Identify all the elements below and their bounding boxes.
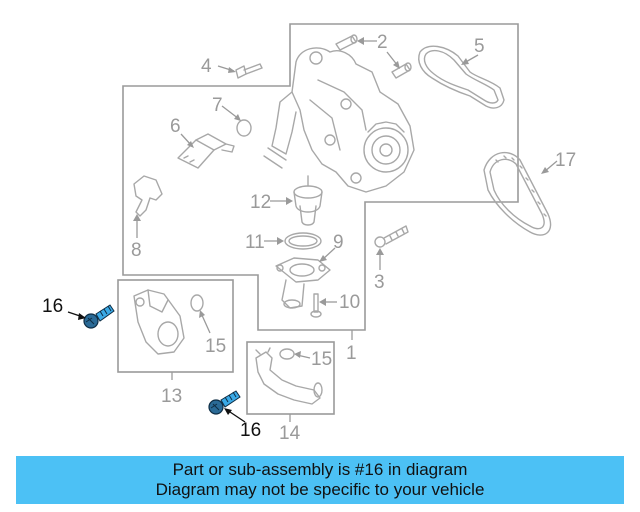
callout-9: 9 xyxy=(333,232,344,253)
callout-14: 14 xyxy=(279,423,301,444)
callout-10: 10 xyxy=(339,292,360,313)
clip-8 xyxy=(133,175,163,217)
callout-13: 13 xyxy=(161,386,182,407)
callout-17: 17 xyxy=(555,150,576,171)
sleeve-parts xyxy=(335,34,412,79)
callout-16-lower: 16 xyxy=(240,420,261,441)
thermostat-12 xyxy=(293,175,323,226)
callout-7: 7 xyxy=(212,95,223,116)
callout-8: 8 xyxy=(131,240,142,261)
callout-4: 4 xyxy=(201,56,212,77)
callout-16-upper: 16 xyxy=(42,296,63,317)
seal-ring-inner xyxy=(288,235,318,247)
callout-15-b: 15 xyxy=(311,349,332,370)
belt-17 xyxy=(483,151,552,236)
seal-ring-11 xyxy=(284,232,322,250)
callout-6: 6 xyxy=(170,116,181,137)
o-ring-15b xyxy=(279,348,295,360)
leader-lines xyxy=(67,37,558,423)
o-ring-15a xyxy=(190,294,204,312)
bolt-3 xyxy=(374,225,409,248)
sub-assembly-frame-13 xyxy=(117,279,234,373)
info-banner: Part or sub-assembly is #16 in diagram D… xyxy=(16,456,624,504)
o-ring-7 xyxy=(236,119,252,137)
water-pump-housing xyxy=(263,47,415,193)
callout-1: 1 xyxy=(346,343,357,364)
coolant-pipe-14 xyxy=(255,347,323,405)
callout-11: 11 xyxy=(245,232,265,253)
bolt-16-lower[interactable] xyxy=(208,390,241,415)
gasket-5 xyxy=(418,45,505,109)
bolt-4 xyxy=(235,63,263,79)
callout-5: 5 xyxy=(474,36,485,57)
parts-diagram: 4 2 5 7 6 17 12 8 11 9 3 10 15 1 15 13 1… xyxy=(42,23,576,444)
banner-line-part: Part or sub-assembly is #16 in diagram xyxy=(172,460,468,479)
callout-2: 2 xyxy=(377,32,388,53)
coolant-flange-13 xyxy=(133,289,185,355)
callout-12: 12 xyxy=(250,192,271,213)
bolt-10 xyxy=(310,293,322,318)
thermostat-housing-9 xyxy=(275,257,331,309)
assembly-frame xyxy=(122,23,519,331)
callout-3: 3 xyxy=(374,272,385,293)
bolt-16-upper[interactable] xyxy=(83,304,115,329)
callout-15-a: 15 xyxy=(205,336,226,357)
banner-line-disclaimer: Diagram may not be specific to your vehi… xyxy=(155,480,485,499)
